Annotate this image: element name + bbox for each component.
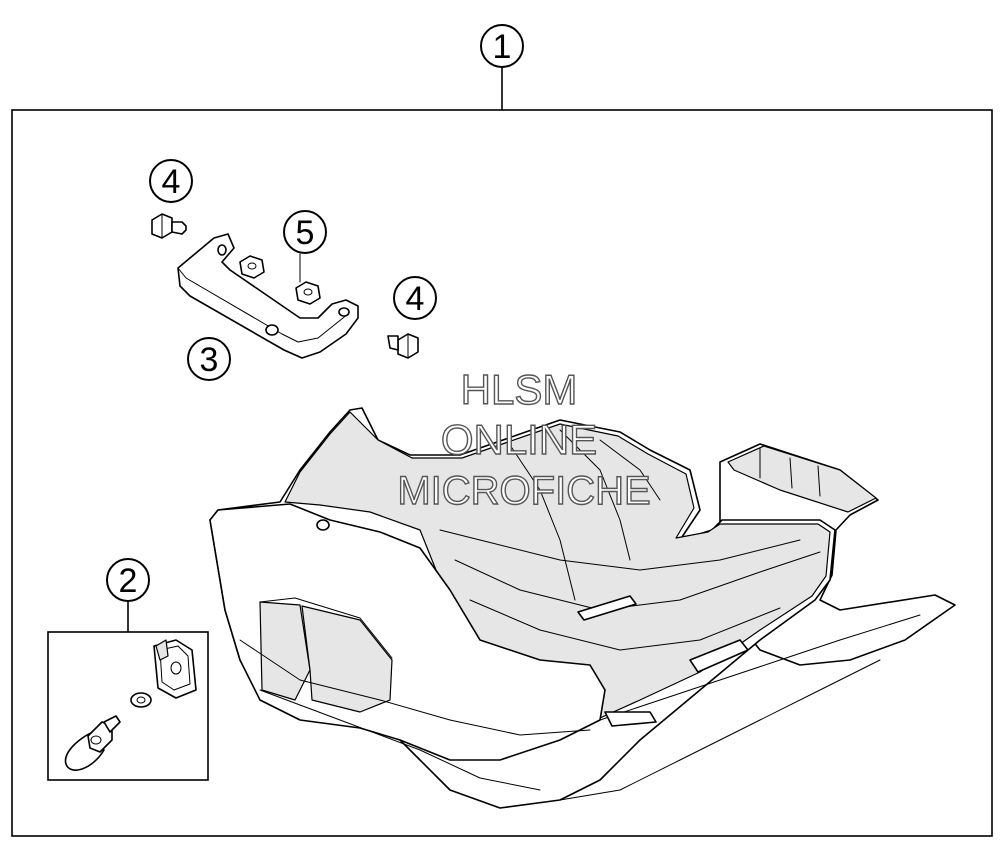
bracket-hole-left xyxy=(217,244,227,256)
spring-clip[interactable] xyxy=(153,639,197,699)
callout-2[interactable]: 2 xyxy=(106,558,150,602)
skid-plate-clip-tab-2 xyxy=(604,711,657,727)
callout-3[interactable]: 3 xyxy=(187,337,231,381)
nut-upper[interactable] xyxy=(239,255,265,279)
skid-plate-rear-tab-top xyxy=(727,445,877,513)
skid-plate-front-rib-left xyxy=(259,601,311,701)
skid-plate-clip-tab-3 xyxy=(577,595,637,621)
skid-plate[interactable] xyxy=(209,407,956,809)
skid-plate-clip-tab-1 xyxy=(689,639,749,673)
bolt-upper[interactable] xyxy=(151,213,187,239)
callout-4-upper[interactable]: 4 xyxy=(149,159,193,203)
watermark-line-1: HLSM xyxy=(461,366,578,413)
quarter-turn-fastener[interactable] xyxy=(64,715,121,771)
callout-4-upper-label: 4 xyxy=(162,163,181,201)
mounting-bracket[interactable] xyxy=(177,233,359,359)
watermark-line-3: MICROFICHE xyxy=(397,469,650,513)
callout-4-lower-label: 4 xyxy=(406,280,425,318)
fastener-kit-frame xyxy=(47,631,209,781)
callout-5-label: 5 xyxy=(296,214,315,252)
callout-3-label: 3 xyxy=(200,341,219,379)
callout-2-label: 2 xyxy=(119,562,138,600)
bracket-hole-mid xyxy=(265,324,279,336)
watermark-line-2: ONLINE xyxy=(441,416,597,463)
skid-plate-front-rib-mid xyxy=(301,605,393,713)
nut-lower[interactable] xyxy=(295,281,321,305)
bolt-lower[interactable] xyxy=(387,333,419,359)
skid-plate-front-lip xyxy=(209,503,606,761)
skid-plate-mount-hole xyxy=(316,519,330,531)
callout-1[interactable]: 1 xyxy=(480,24,524,68)
washer[interactable] xyxy=(130,692,152,708)
callout-1-label: 1 xyxy=(493,28,512,66)
bracket-hole-right xyxy=(338,307,350,317)
watermark: HLSM ONLINE MICROFICHE xyxy=(397,365,652,513)
callout-4-lower[interactable]: 4 xyxy=(393,276,437,320)
callout-5[interactable]: 5 xyxy=(283,210,327,254)
